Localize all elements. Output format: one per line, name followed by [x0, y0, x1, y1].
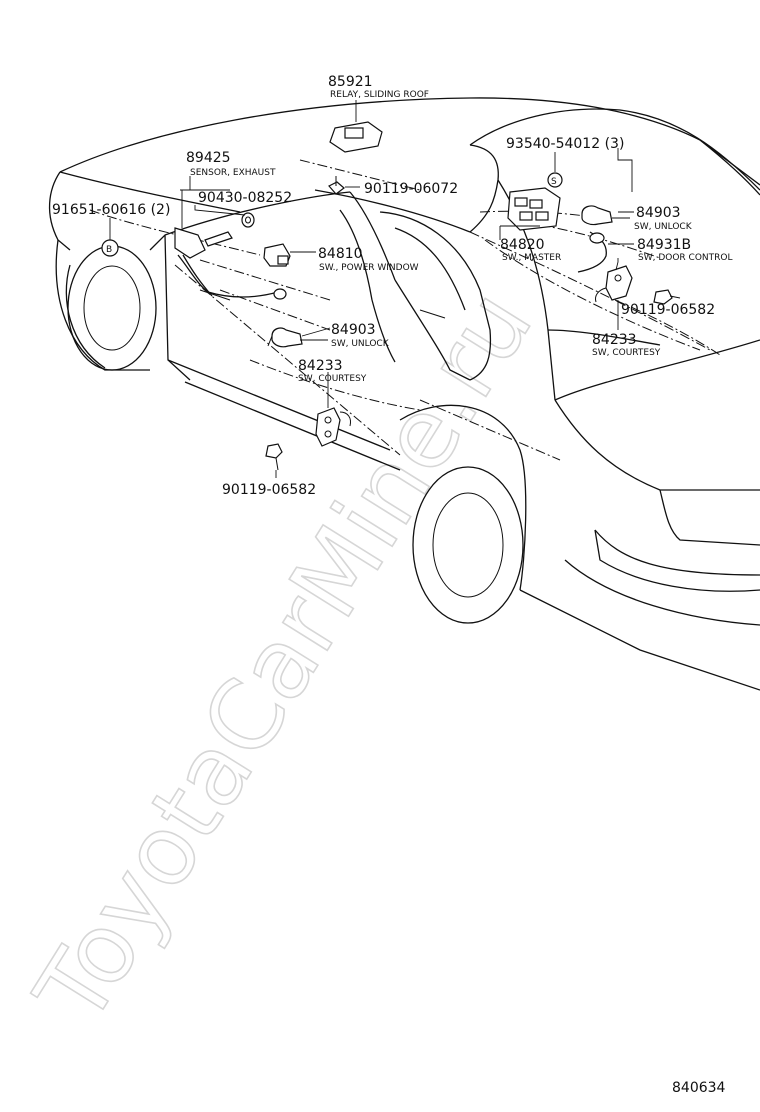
- bulb-93540-part: S: [547, 172, 563, 188]
- front-wheel: [67, 245, 157, 371]
- part-description: SW, COURTESY: [592, 348, 661, 358]
- part-description: SW., MASTER: [502, 253, 561, 263]
- callout-screw-90119-bottom: 90119-06582: [222, 482, 316, 498]
- screw-90119-bottom-part: [265, 443, 283, 471]
- part-description: SW, UNLOCK: [331, 339, 390, 349]
- callout-screw-90119-right: 90119-06582: [621, 302, 715, 318]
- part-description: SW, UNLOCK: [634, 222, 693, 232]
- courtesy-switch-right-part: [595, 265, 633, 303]
- part-number: 90119-06072: [364, 181, 458, 197]
- callout-sw-courtesy-center: 84233 SW, COURTESY: [298, 358, 367, 384]
- svg-text:S: S: [551, 177, 557, 187]
- part-number: 89425: [186, 150, 231, 166]
- callout-relay-sliding-roof: 85921 RELAY, SLIDING ROOF: [328, 74, 429, 100]
- svg-text:B: B: [106, 245, 112, 255]
- watermark: ToyotaCarMine.ru: [14, 272, 554, 1043]
- callout-sensor-exhaust: 89425 SENSOR, EXHAUST: [186, 150, 276, 178]
- part-description: SW., POWER WINDOW: [319, 263, 419, 273]
- bolt-90430-part: [241, 212, 255, 228]
- callout-bolt-90430: 90430-08252: [198, 190, 292, 206]
- callout-sw-unlock-right: 84903 SW, UNLOCK: [634, 205, 693, 232]
- rear-wheel: [412, 466, 524, 624]
- part-number: 90119-06582: [222, 482, 316, 498]
- part-number: 84233: [298, 358, 343, 374]
- part-number: 84903: [331, 322, 376, 338]
- door-control-switch-part: [577, 231, 607, 273]
- callout-clip-91651: 91651-60616 (2): [52, 202, 170, 218]
- leader-lines: [109, 100, 634, 478]
- callout-sw-door-control: 84931B SW, DOOR CONTROL: [637, 237, 733, 263]
- part-description: SW, COURTESY: [298, 374, 367, 384]
- clip-91651-part: B: [101, 239, 119, 257]
- part-number: 90119-06582: [621, 302, 715, 318]
- screw-90119-right-part: [653, 289, 681, 305]
- relay-sliding-roof-part: [329, 121, 383, 153]
- callout-bulb-93540: 93540-54012 (3): [506, 136, 624, 152]
- diagram-number: 840634: [672, 1080, 726, 1096]
- part-number: 93540-54012 (3): [506, 136, 624, 152]
- part-number: 90430-08252: [198, 190, 292, 206]
- part-description: SENSOR, EXHAUST: [190, 168, 276, 178]
- part-number: 84233: [592, 332, 637, 348]
- part-number: 91651-60616 (2): [52, 202, 170, 218]
- power-window-switch-part: [263, 243, 291, 267]
- screw-90119-06072-part: [328, 176, 345, 195]
- phantom-lines: [89, 159, 721, 461]
- unlock-switch-right-part: [581, 205, 613, 226]
- part-number: 84903: [636, 205, 681, 221]
- exhaust-sensor-part: [174, 227, 287, 300]
- courtesy-switch-center-part: [315, 407, 351, 447]
- callout-sw-courtesy-right: 84233 SW, COURTESY: [592, 332, 661, 358]
- callout-sw-master: 84820 SW., MASTER: [500, 237, 561, 263]
- unlock-switch-center-part: [267, 327, 303, 348]
- part-number: 85921: [328, 74, 373, 90]
- callout-sw-unlock-center: 84903 SW, UNLOCK: [331, 322, 390, 349]
- part-description: RELAY, SLIDING ROOF: [330, 90, 429, 100]
- car-body-outline: [48, 97, 760, 691]
- callout-sw-power-window: 84810 SW., POWER WINDOW: [318, 246, 419, 273]
- part-number: 84820: [500, 237, 545, 253]
- part-number: 84810: [318, 246, 363, 262]
- part-description: SW, DOOR CONTROL: [638, 253, 733, 263]
- master-switch-part: [507, 187, 561, 231]
- part-number: 84931B: [637, 237, 691, 253]
- callout-screw-90119-top: 90119-06072: [364, 181, 458, 197]
